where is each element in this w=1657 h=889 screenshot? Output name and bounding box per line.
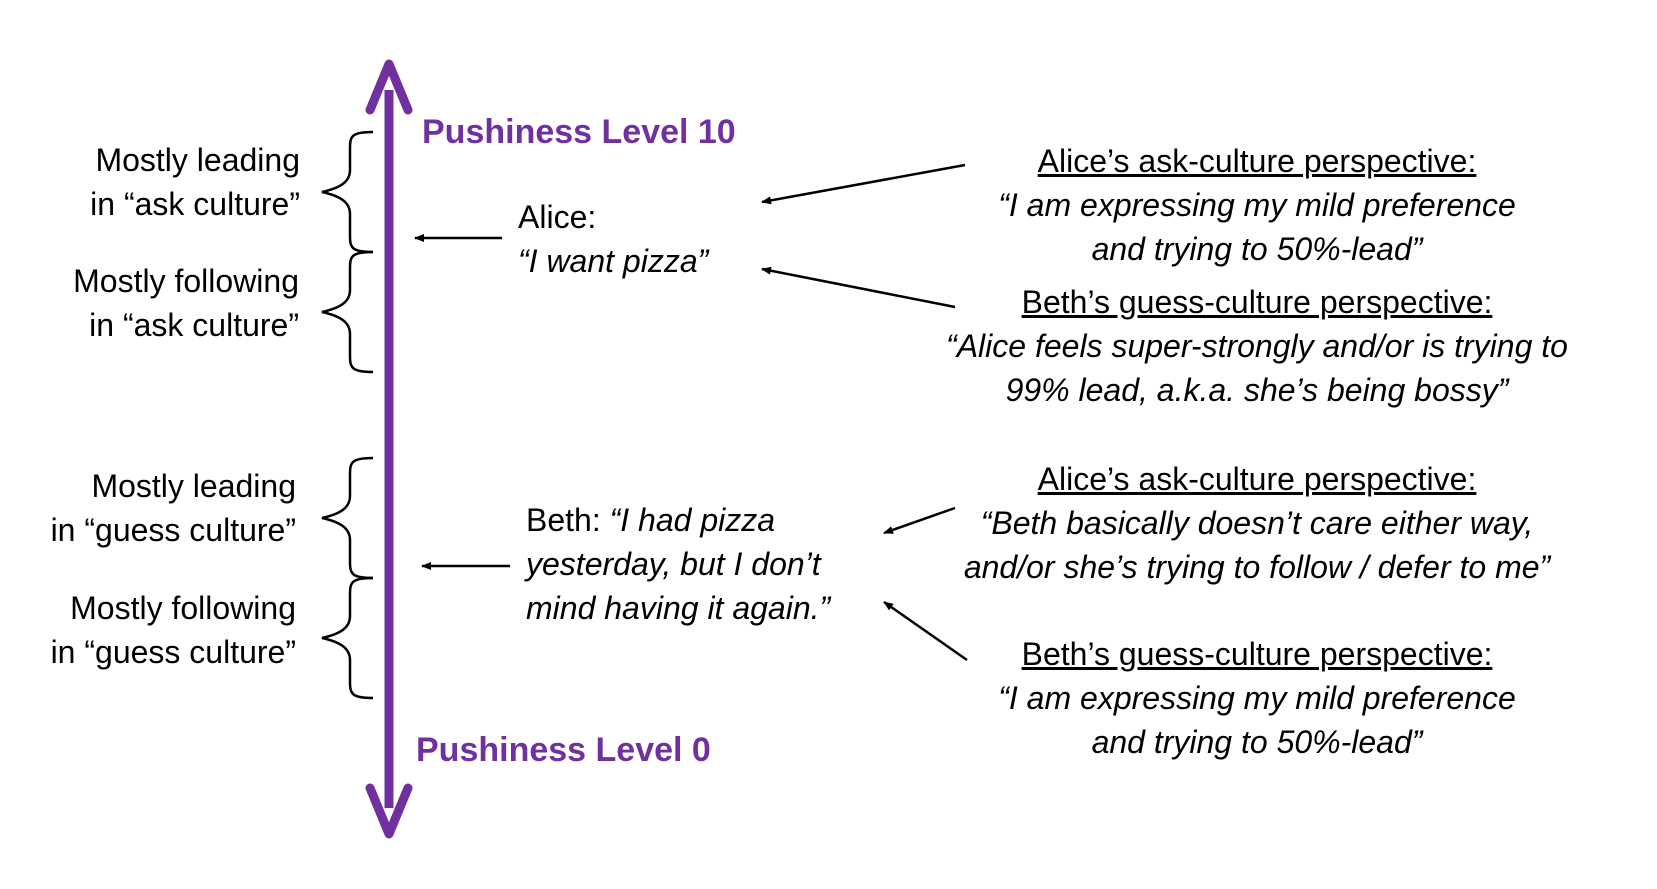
beth-statement: Beth: “I had pizza yesterday, but I don’… [526,498,830,630]
axis-bottom-arrowhead [365,783,413,839]
perspective-heading: Beth’s guess-culture perspective: [1021,636,1493,672]
brace-ask-leading [321,130,374,254]
alice-quote: “I want pizza” [518,243,709,279]
axis-top-arrowhead [365,59,413,115]
perspective-alice-ask-1: Alice’s ask-culture perspective: “I am e… [907,139,1607,271]
brace-guess-leading [321,456,374,580]
beth-quote-line3: mind having it again.” [526,590,831,626]
perspective-quote-line1: “I am expressing my mild preference [998,680,1516,716]
bracket-label-guess-following: Mostly following in “guess culture” [50,590,296,670]
perspective-quote-line2: and/or she’s trying to follow / defer to… [963,549,1551,585]
beth-quote-line2: yesterday, but I don’t [526,546,821,582]
alice-statement: Alice: “I want pizza” [518,195,708,283]
bracket-label-ask-leading: Mostly leading in “ask culture” [90,142,300,222]
perspective-heading: Beth’s guess-culture perspective: [1021,284,1493,320]
perspective-arrow-3 [883,506,956,535]
perspective-quote-line1: “I am expressing my mild preference [998,187,1516,223]
pushiness-axis [365,59,413,839]
brace-guess-following [321,576,374,700]
perspective-quote-line1: “Alice feels super-strongly and/or is tr… [946,328,1568,364]
perspective-quote-line2: and trying to 50%-lead” [1091,724,1423,760]
perspective-heading: Alice’s ask-culture perspective: [1037,143,1477,179]
level-0-label: Pushiness Level 0 [416,731,711,769]
level-10-label: Pushiness Level 10 [422,113,736,151]
beth-quote-line1: “I had pizza [609,502,776,538]
perspective-heading: Alice’s ask-culture perspective: [1037,461,1477,497]
bracket-label-guess-leading: Mostly leading in “guess culture” [50,468,296,548]
alice-speaker: Alice: [518,199,597,235]
perspective-arrow-1 [761,163,966,205]
beth-speaker: Beth: [526,502,610,538]
perspective-arrow-4 [883,600,968,662]
perspective-arrow-2 [761,266,956,309]
perspective-quote-line1: “Beth basically doesn’t care either way, [980,505,1534,541]
perspective-alice-ask-2: Alice’s ask-culture perspective: “Beth b… [907,457,1607,589]
brace-ask-following [321,250,374,374]
perspective-beth-guess-1: Beth’s guess-culture perspective: “Alice… [907,280,1607,412]
perspective-quote-line2: and trying to 50%-lead” [1091,231,1423,267]
perspective-quote-line2: 99% lead, a.k.a. she’s being bossy” [1005,372,1509,408]
perspective-beth-guess-2: Beth’s guess-culture perspective: “I am … [907,632,1607,764]
bracket-label-ask-following: Mostly following in “ask culture” [73,263,299,343]
